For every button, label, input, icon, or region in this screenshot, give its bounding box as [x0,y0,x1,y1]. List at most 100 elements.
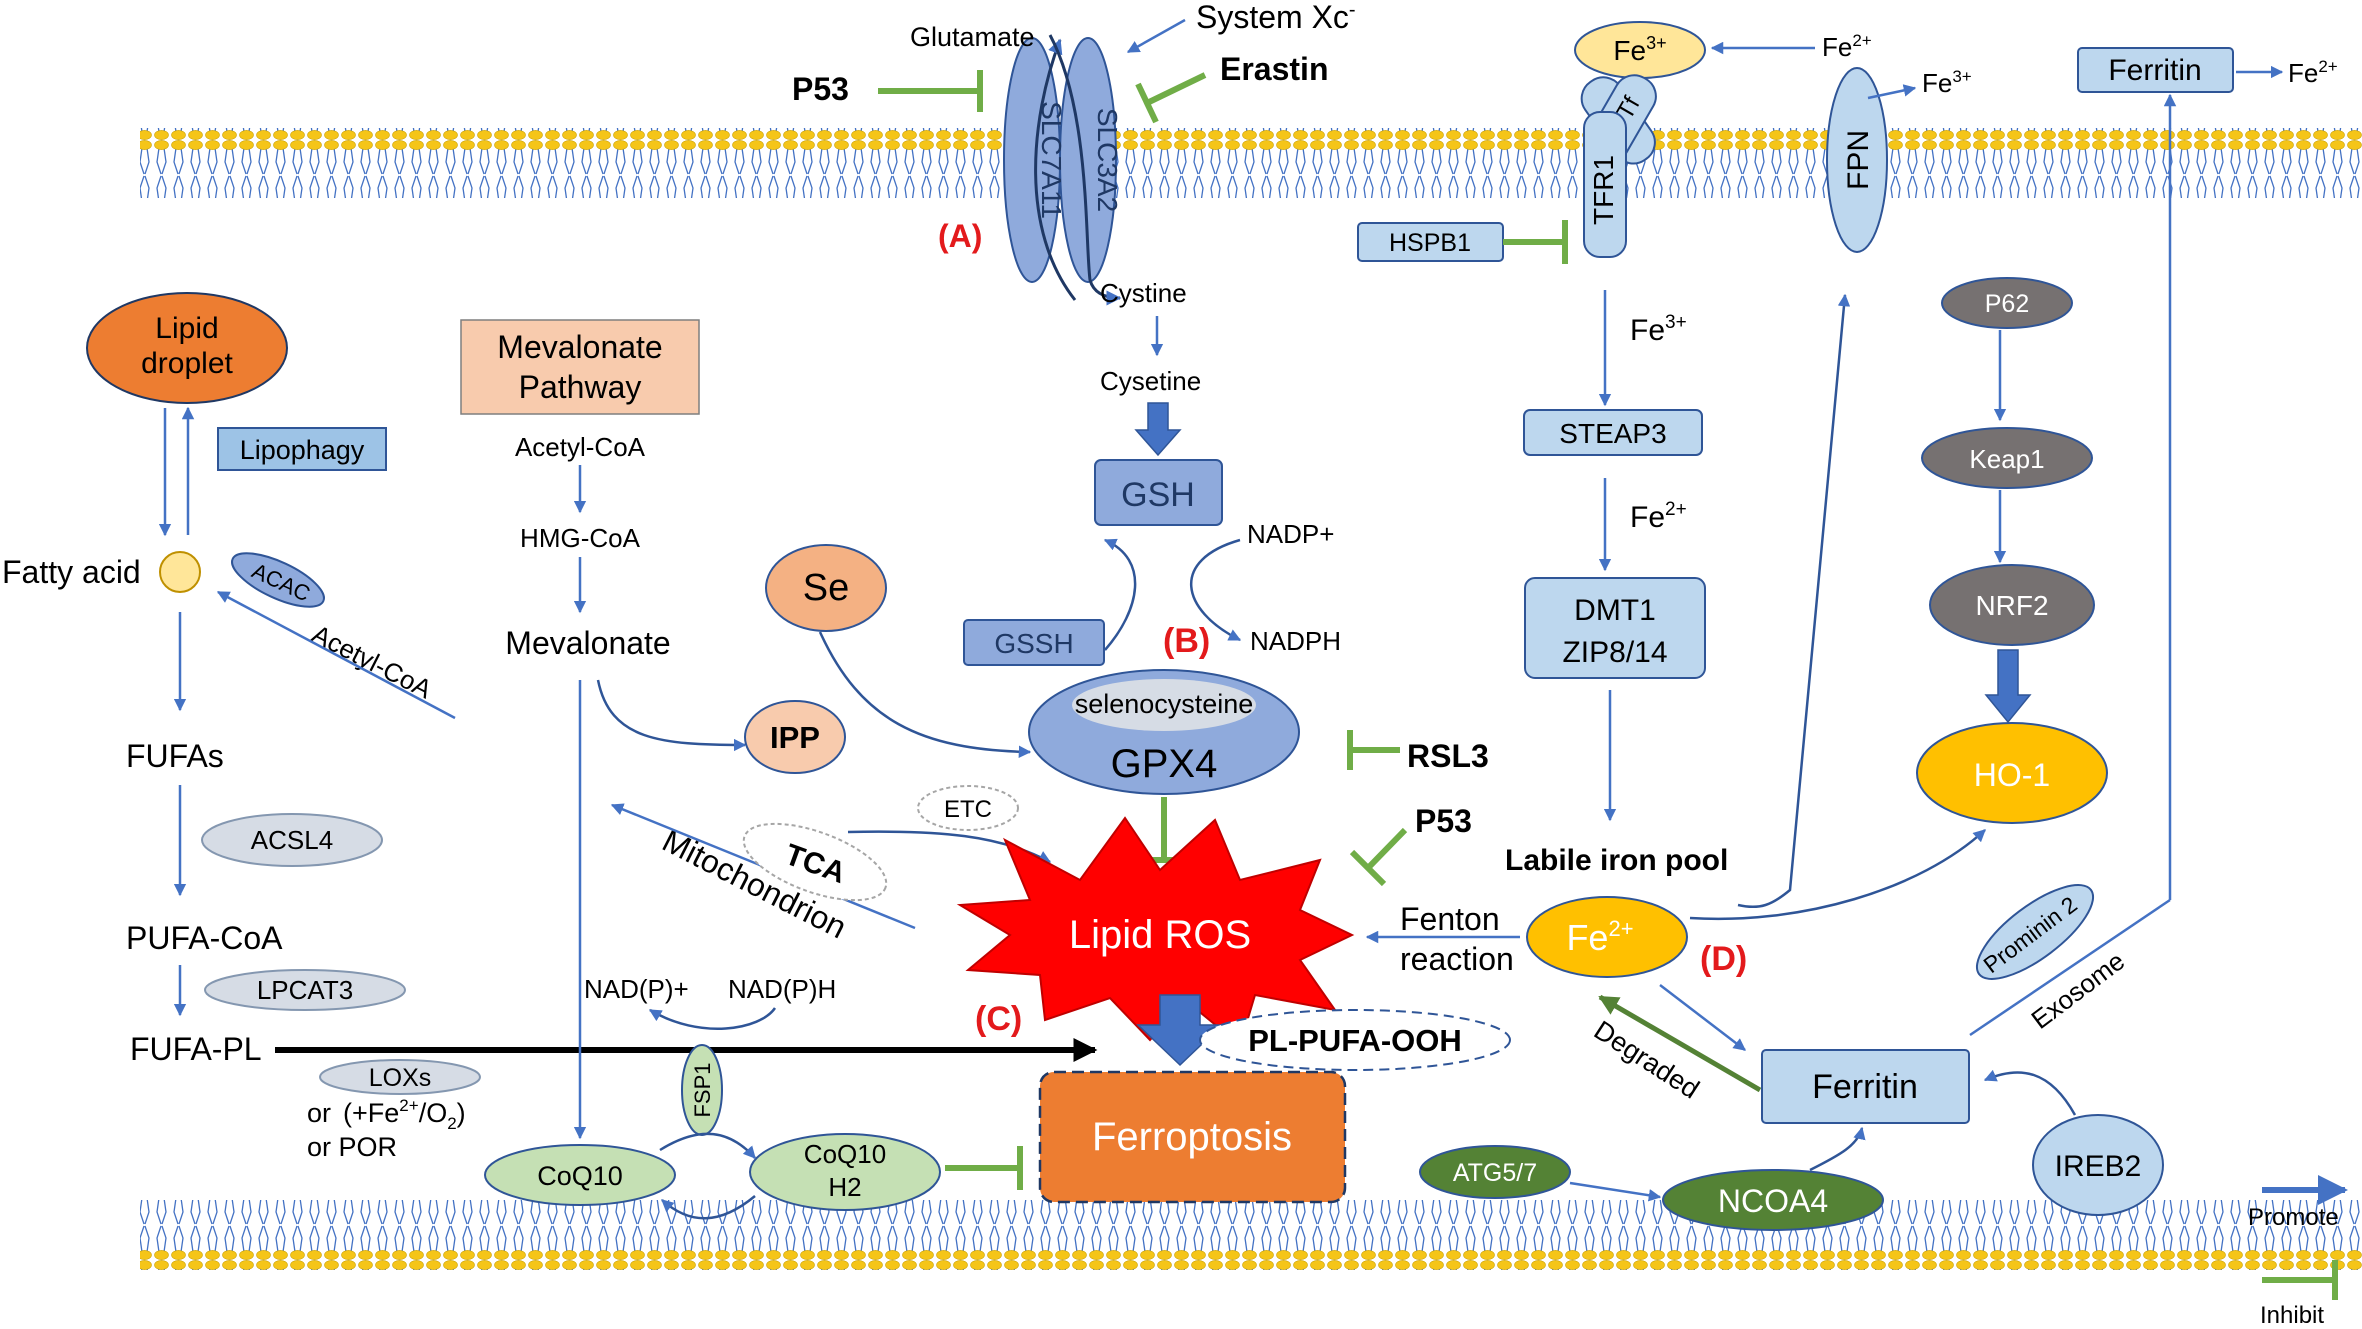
steap3-label: STEAP3 [1559,418,1666,449]
steap3-box [1523,409,1703,456]
gsh-gpx4-axis: GSH NADP+ NADPH GSSH (B) Se selenocystei… [765,402,1489,887]
lipid-metabolism: Lipid droplet Lipophagy Fatty acid ACAC … [2,292,1098,1162]
p53-inhibit-slc7a11 [878,70,983,112]
ferritin-top-out-label: Fe2+ [2288,57,2338,88]
lipid-ros-to-ferroptosis-block-arrow [1136,994,1224,1067]
keap1-oval [1921,427,2093,489]
or-por-label: or POR [307,1132,397,1162]
ncoa4-to-ferritin-arrow [1809,1126,1866,1172]
coq10-to-coq10h2-arrow [659,1132,756,1159]
ireb2-label: IREB2 [2055,1150,2142,1183]
lipid-ros-burst [956,816,1355,1047]
acetyl-coa-diag-label: Acetyl-CoA [307,619,437,705]
ferritin-to-exosome-line [1969,898,2171,1037]
degraded-label: Degraded [1589,1015,1705,1105]
nadp-plus-mev-label: NAD(P)+ [584,974,689,1004]
pool-to-ho1-arrow [1689,829,1986,921]
nrf2-label: NRF2 [1975,590,2048,621]
selenocysteine-oval [1072,679,1256,731]
loxs-oval [319,1059,481,1095]
nadph-label: NADPH [1250,626,1341,656]
fufa-pl-label: FUFA-PL [130,1031,262,1067]
iron-metabolism: Fe3+ Fe2+ Tf TFR1 FPN Fe3+ HSPB1 Fe3+ ST… [1357,21,2338,1231]
erastin-label: Erastin [1220,51,1328,87]
slc7a11-label: SLC7A11 [1036,101,1067,219]
ireb2-to-ferritin-arrow [1983,1069,2077,1116]
coq10h2-label-2: H2 [828,1172,861,1202]
mevalonate-pathway: Mevalonate Pathway Acetyl-CoA HMG-CoA Me… [460,319,1023,1220]
p53-inhibit-lipid-ros [1349,827,1408,887]
fe2-in-label: Fe2+ [1822,31,1872,62]
hmg-coa-label: HMG-CoA [520,523,641,553]
ferritin-top-box [2077,47,2234,93]
pool-to-fpn-arrow [1737,293,1851,909]
rsl3-label: RSL3 [1407,738,1489,774]
fenton-label-2: reaction [1400,941,1514,977]
gsh-label: GSH [1121,476,1195,514]
hspb1-label: HSPB1 [1389,229,1471,257]
plasma-membrane-top [140,128,2362,198]
coq10h2-oval [749,1133,941,1211]
lpcat3-label: LPCAT3 [257,975,353,1005]
acac-oval [231,552,325,608]
nadp-to-nadph-arrow [1190,538,1242,642]
ncoa4-label: NCOA4 [1718,1183,1828,1219]
loxs-label: LOXs [369,1064,432,1092]
fpn-out-label: Fe3+ [1922,67,1972,98]
ferritin-degraded-arrow [1598,994,1762,1093]
legend-inhibit-label: Inhibit [2260,1302,2324,1329]
coq10-label: CoQ10 [537,1161,623,1191]
lipid-droplet-label-2: droplet [141,347,233,380]
gsh-box [1094,459,1223,526]
cystine-label: Cystine [1100,278,1187,308]
se-oval [765,544,887,632]
nrf2-to-ho1-block-arrow [1984,649,2032,724]
gssh-to-gsh-arrow [1103,538,1137,651]
se-to-gpx4-arrow [818,631,1032,759]
coq10-oval [484,1144,676,1206]
fsp1-label: FSP1 [690,1062,715,1117]
fe2-pool-label: Fe2+ [1566,916,1633,958]
tfr1-receptor [1583,111,1627,258]
fpn-label: FPN [1842,130,1875,190]
keap1-label: Keap1 [1969,444,2044,474]
fatty-acid-label: Fatty acid [2,554,141,590]
fufas-label: FUFAs [126,738,224,774]
lpcat3-oval [204,969,406,1011]
p53-label-mid: P53 [1415,803,1472,839]
acsl4-oval [201,813,383,867]
glutamate-label: Glutamate [910,22,1035,52]
pufa-coa-label: PUFA-CoA [126,920,283,956]
pool-to-ferritin-arrow [1659,984,1746,1051]
mevalonate-pathway-label-2: Pathway [519,369,642,405]
acetyl-coa-label: Acetyl-CoA [515,432,646,462]
dmt1-box [1524,577,1706,679]
fpn-export-arrow [1867,84,1917,100]
lipophagy-box [217,427,387,471]
nadph-to-nadp-arrow [648,1007,777,1030]
legend-promote-label: Promote [2248,1204,2339,1231]
ho1-oval [1916,722,2108,824]
core-ferroptosis: Lipid ROS PL-PUFA-OOH (C) Ferroptosis Fe… [956,816,1520,1204]
slc3a2-label: SLC3A2 [1092,108,1123,212]
nrf2-axis: P62 Keap1 NRF2 HO-1 [1916,277,2108,824]
pl-pufa-ooh-oval [1199,1009,1511,1071]
prominin-oval [1975,884,2095,980]
nrf2-oval [1929,564,2095,646]
fe3-step-label: Fe3+ [1630,312,1687,347]
dmt1-label-2: ZIP8/14 [1562,636,1667,669]
gssh-box [963,619,1105,666]
ferritin-label: Ferritin [1812,1068,1918,1106]
ipp-oval [744,700,846,774]
legend-inhibit-symbol [2262,1260,2338,1300]
rsl3-inhibit-gpx4 [1347,730,1400,770]
tfr1-label: TFR1 [1588,155,1619,225]
etc-oval [917,785,1019,831]
nadp-plus-label: NADP+ [1247,519,1334,549]
system-xc-pointer-arrow [1126,18,1186,54]
mevalonate-to-ipp-arrow [596,679,747,752]
mevalonate-pathway-label-1: Mevalonate [497,329,662,365]
fe2-pool-oval [1526,896,1688,978]
ipp-label: IPP [770,720,820,755]
